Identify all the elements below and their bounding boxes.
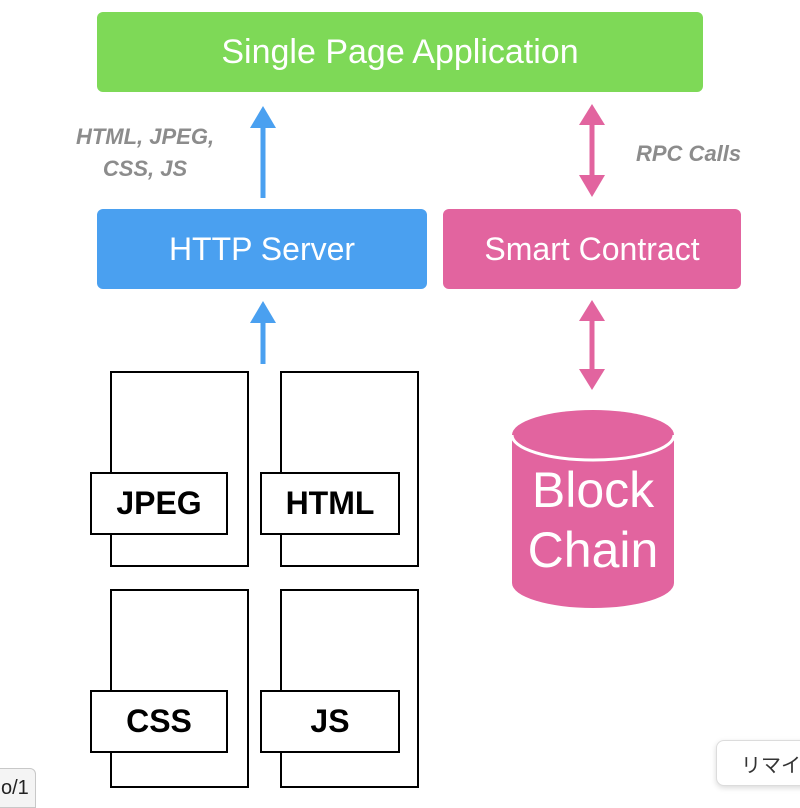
remind-button[interactable]: リマイ xyxy=(716,740,800,786)
css-file-frame xyxy=(110,589,249,788)
served-files-label-line2: CSS, JS xyxy=(102,156,188,181)
files-to-http-arrow xyxy=(250,301,276,364)
smart-contract-label: Smart Contract xyxy=(484,230,700,267)
single-page-application-label: Single Page Application xyxy=(221,32,579,71)
blockchain-cylinder xyxy=(510,410,676,608)
single-page-application-box: Single Page Application xyxy=(97,12,703,92)
blockchain-label-line2: Chain xyxy=(527,522,659,578)
html-file-tag: HTML xyxy=(260,472,400,535)
html-file-frame xyxy=(280,371,419,567)
js-file-tag: JS xyxy=(260,690,400,753)
blockchain-label-line1: Block xyxy=(531,462,655,518)
contract-blockchain-double-arrow xyxy=(579,300,605,390)
spa-contract-double-arrow xyxy=(579,104,605,197)
http-server-label: HTTP Server xyxy=(168,230,356,267)
http-to-spa-arrow xyxy=(250,106,276,198)
served-files-label: HTML, JPEG, CSS, JS xyxy=(60,121,230,185)
blockchain-label: Block Chain xyxy=(512,460,674,580)
css-file-tag: CSS xyxy=(90,690,228,753)
page-indicator: o/1 xyxy=(0,768,36,808)
served-files-label-line1: HTML, JPEG, xyxy=(75,124,215,149)
jpeg-file-frame xyxy=(110,371,249,567)
smart-contract-box: Smart Contract xyxy=(443,209,741,289)
jpeg-file-tag: JPEG xyxy=(90,472,228,535)
rpc-calls-label: RPC Calls xyxy=(636,141,742,166)
js-file-frame xyxy=(280,589,419,788)
http-server-box: HTTP Server xyxy=(97,209,427,289)
